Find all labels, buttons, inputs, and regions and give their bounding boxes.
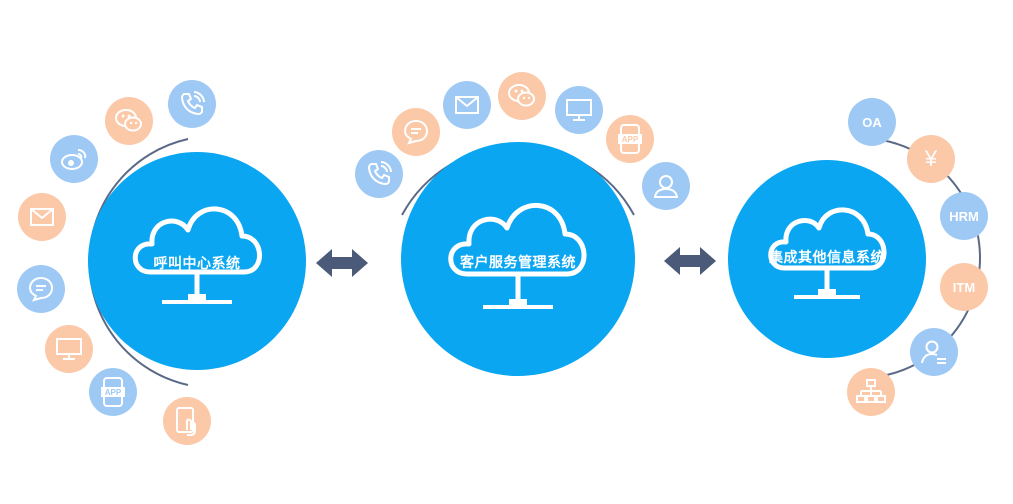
wechat-bubble[interactable] (498, 72, 546, 120)
wechat-icon (115, 109, 142, 132)
hub-integration[interactable]: 集成其他信息系统 (728, 160, 926, 358)
phone-icon (367, 161, 392, 186)
mail-bubble[interactable] (18, 193, 66, 241)
app-badge-text: APP (105, 388, 122, 397)
app-bubble[interactable]: APP (89, 368, 137, 416)
mobile-app-icon: APP (618, 124, 642, 154)
wechat-bubble[interactable] (105, 97, 153, 145)
cloud-network-icon (132, 206, 262, 304)
hub-customer-service[interactable]: 客户服务管理系统 (401, 142, 635, 376)
hub-label: 集成其他信息系统 (769, 250, 885, 266)
cloud-network-icon (448, 202, 587, 309)
oa-bubble[interactable]: OA (848, 98, 896, 146)
user-bubble[interactable] (642, 162, 690, 210)
hrm-bubble[interactable]: HRM (940, 192, 988, 240)
hub-call-center[interactable]: 呼叫中心系统 (88, 152, 306, 370)
app-bubble[interactable]: APP (606, 115, 654, 163)
phone-bubble[interactable] (355, 150, 403, 198)
user-icon (653, 175, 679, 198)
chat-bubble[interactable] (392, 108, 440, 156)
hub-label: 客户服务管理系统 (460, 255, 576, 271)
wechat-icon (508, 84, 535, 107)
mobile-app-icon: APP (101, 377, 125, 407)
cloud-network-icon (768, 207, 887, 299)
chat-icon (403, 119, 429, 145)
app-badge-text: APP (622, 135, 639, 144)
yen-icon: ¥ (924, 146, 938, 171)
hub-label: 呼叫中心系统 (153, 256, 241, 272)
user-card-icon (921, 340, 946, 364)
org-chart-bubble[interactable] (847, 368, 895, 416)
chat-icon (28, 276, 54, 302)
contact-bubble[interactable] (910, 328, 958, 376)
desktop-bubble[interactable] (45, 325, 93, 373)
mail-icon (30, 208, 54, 226)
itm-bubble[interactable]: ITM (940, 263, 988, 311)
phone-bubble[interactable] (168, 80, 216, 128)
chat-bubble[interactable] (17, 265, 65, 313)
tablet-touch-icon (176, 407, 196, 436)
double-arrow-left (316, 249, 368, 277)
org-chart-icon (856, 379, 886, 403)
phone-icon (180, 91, 205, 116)
double-arrow-right (664, 247, 716, 275)
weibo-icon (61, 149, 87, 170)
finance-bubble[interactable]: ¥ (907, 135, 955, 183)
mail-bubble[interactable] (443, 81, 491, 129)
monitor-icon (56, 338, 82, 360)
tablet-bubble[interactable] (163, 397, 211, 445)
desktop-bubble[interactable] (555, 86, 603, 134)
itm-label: ITM (952, 279, 976, 295)
mail-icon (455, 96, 479, 114)
oa-label: OA (862, 114, 882, 130)
monitor-icon (566, 99, 592, 121)
hrm-label: HRM (949, 208, 979, 224)
weibo-bubble[interactable] (50, 135, 98, 183)
